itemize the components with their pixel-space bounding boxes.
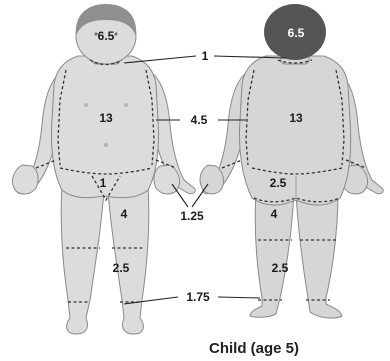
front-trunk-label: 13	[99, 111, 113, 125]
front-left-hand	[12, 165, 38, 194]
arm-label: 4.5	[191, 113, 208, 127]
front-left-nipple	[84, 103, 88, 107]
front-leg-label: 2.5	[113, 261, 130, 275]
hand-leader-right	[192, 184, 208, 207]
front-right-nipple	[124, 103, 128, 107]
foot-label: 1.75	[186, 290, 210, 304]
back-thigh-label: 4	[271, 207, 278, 221]
front-left-leg	[61, 185, 104, 334]
foot-leader-right	[218, 297, 260, 298]
front-genitals-label: 1	[100, 176, 107, 190]
front-right-eye	[115, 33, 118, 36]
back-leg-label: 2.5	[272, 261, 289, 275]
front-navel	[104, 143, 108, 147]
neck-label: 1	[202, 49, 209, 63]
front-figure: 6.5 13 1 4 2.5	[12, 4, 195, 334]
back-head-label: 6.5	[288, 26, 305, 40]
front-thigh-label: 4	[121, 207, 128, 221]
hand-label: 1.25	[180, 209, 204, 223]
back-torso	[240, 56, 351, 205]
front-right-leg	[108, 185, 149, 334]
front-head-label: 6.5	[98, 29, 115, 43]
back-buttocks-label: 2.5	[270, 176, 287, 190]
back-right-leg	[296, 192, 342, 318]
back-figure: 6.5 13 2.5 4 2.5	[200, 4, 383, 318]
back-trunk-label: 13	[289, 111, 303, 125]
figure-caption: Child (age 5)	[209, 340, 299, 357]
